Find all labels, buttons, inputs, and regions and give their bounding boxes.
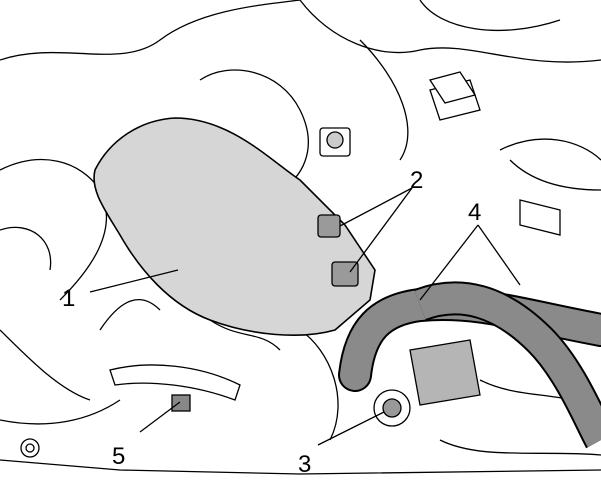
callout-4: 4 (468, 199, 481, 226)
callout-3: 3 (298, 451, 311, 478)
callout-5: 5 (112, 443, 125, 470)
callout-1: 1 (62, 285, 75, 312)
leader-lines (89, 187, 521, 446)
shield-bolts (317, 214, 359, 287)
hoses (338, 281, 601, 449)
hex-bolt (373, 389, 411, 427)
nut-and-pipe (20, 364, 241, 458)
callout-2: 2 (410, 167, 423, 194)
bolt-upper-right (319, 71, 477, 157)
heat-shield (93, 117, 376, 336)
